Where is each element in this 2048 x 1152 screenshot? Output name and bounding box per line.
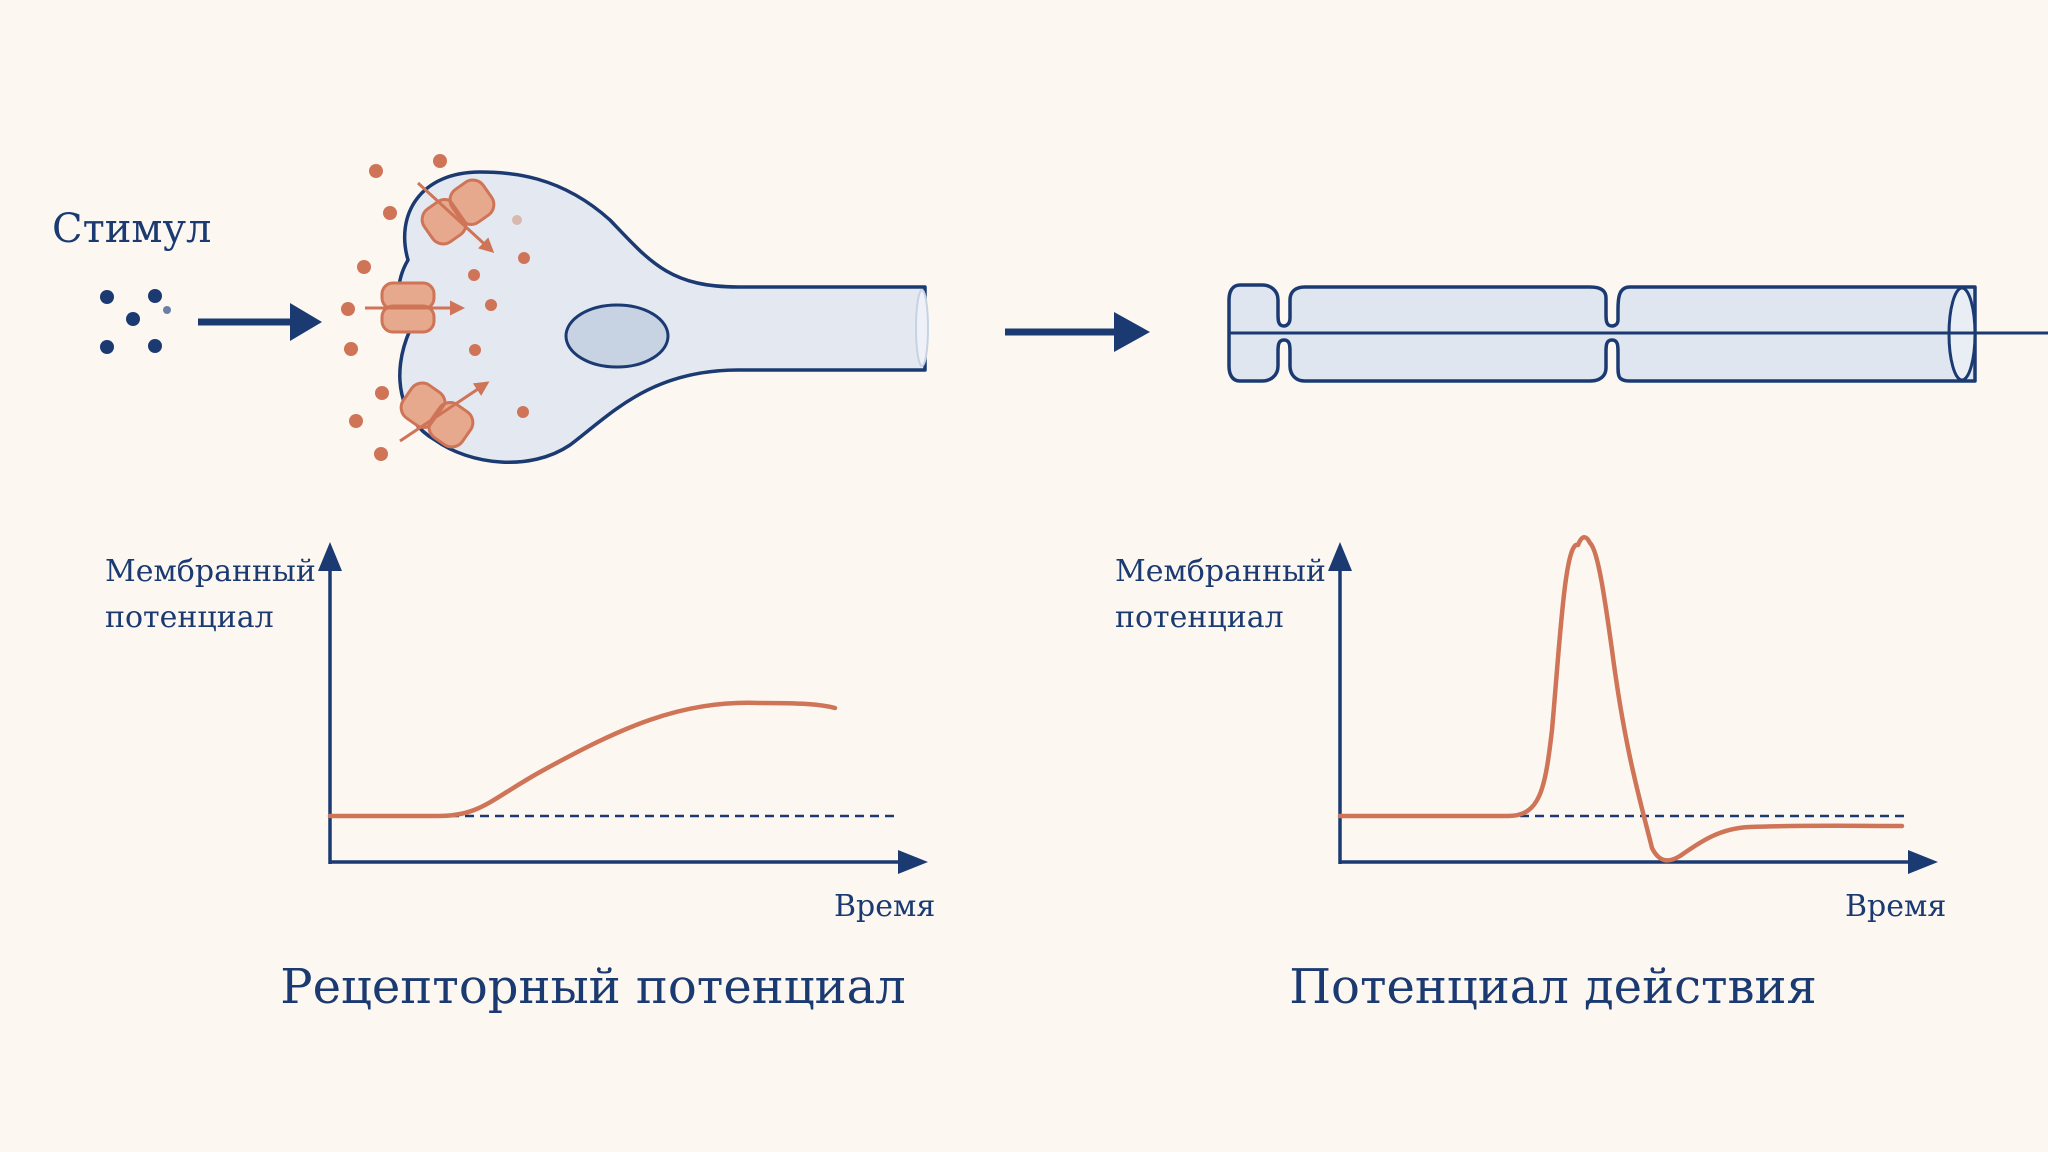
y-axis-label-line1: Мембранный [105, 554, 316, 589]
stimulus-dots [100, 289, 171, 354]
arrow-right-icon [1005, 312, 1150, 352]
x-axis-arrow-icon [898, 850, 928, 874]
stimulus-arrow-icon [198, 303, 322, 341]
ion-channel-icon [399, 381, 490, 449]
action-potential-curve [1337, 535, 1905, 863]
receptor-potential-graph: Мембранный потенциал Время Рецепторный п… [105, 542, 935, 1015]
cell-nucleus [564, 303, 670, 369]
receptor-potential-caption: Рецепторный потенциал [280, 959, 905, 1015]
x-axis-label: Время [834, 889, 935, 924]
y-axis-label-line2: потенциал [105, 600, 274, 635]
action-potential-caption: Потенциал действия [1289, 959, 1817, 1015]
y-axis-label-line1: Мембранный [1115, 554, 1326, 589]
x-axis-label: Время [1845, 889, 1946, 924]
action-potential-graph: Мембранный потенциал Время Потенциал дей… [1115, 535, 1946, 1015]
x-axis-arrow-icon [1908, 850, 1938, 874]
ion-particle [341, 154, 530, 461]
y-axis-label-line2: потенциал [1115, 600, 1284, 635]
axon [1227, 283, 2048, 383]
ion-channel-icon [416, 178, 496, 254]
y-axis-arrow-icon [1328, 542, 1352, 571]
stimulus-label: Стимул [52, 206, 211, 252]
ion-channel-icon [365, 281, 465, 334]
y-axis-arrow-icon [318, 542, 342, 571]
receptor-potential-curve [327, 700, 838, 819]
